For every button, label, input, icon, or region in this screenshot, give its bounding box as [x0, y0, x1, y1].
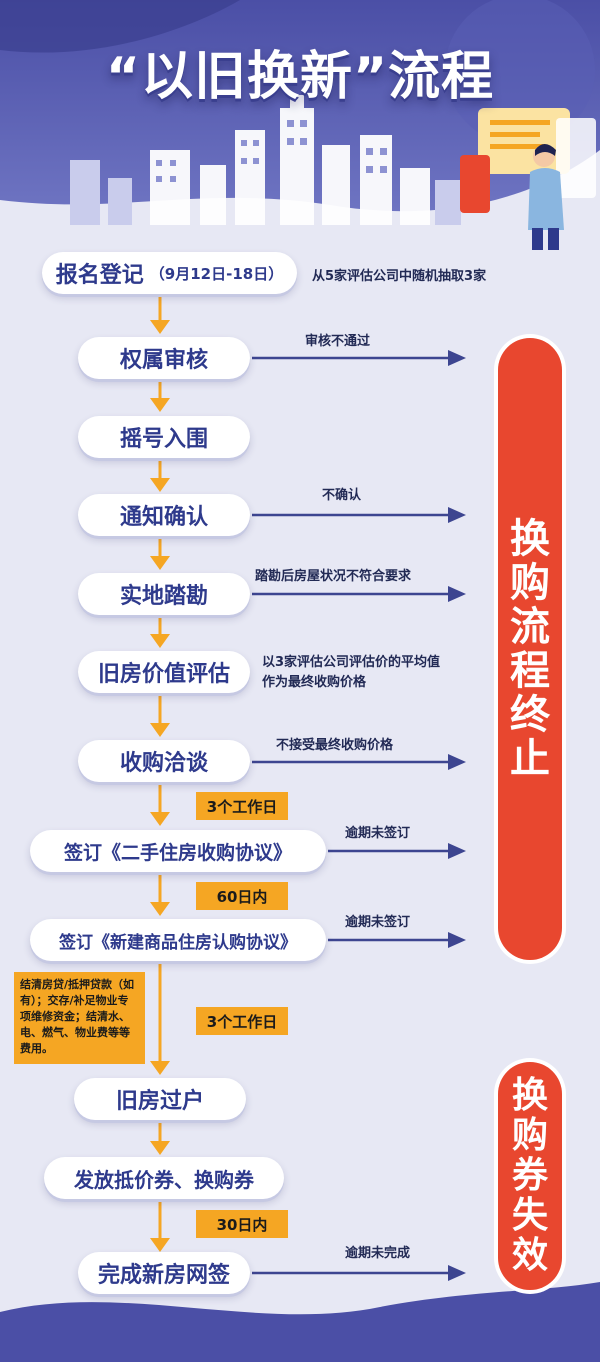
- step-new-house-contract: 完成新房网签: [78, 1252, 250, 1294]
- step-valuation: 旧房价值评估: [78, 651, 250, 693]
- step-valuation-label: 旧房价值评估: [97, 662, 230, 687]
- step-issue-vouchers: 发放抵价券、换购券: [44, 1157, 284, 1199]
- outcome-process-terminated-label: 换购流程终止: [510, 516, 550, 782]
- step-notify-confirm-label: 通知确认: [119, 505, 208, 530]
- branch-price-reject: 不接受最终收购价格: [276, 738, 394, 753]
- outcome-process-terminated: 换购流程终止: [498, 338, 562, 960]
- valuation-note-line1: 以3家评估公司评估价的平均值: [262, 655, 441, 670]
- prep-note: 结清房贷/抵押贷款（如有）；交存/补足物业专项维修资金；结清水、电、燃气、物业费…: [14, 972, 145, 1064]
- step-site-survey: 实地踏勘: [78, 573, 250, 615]
- step-ownership-audit: 权属审核: [78, 337, 250, 379]
- valuation-note: 以3家评估公司评估价的平均值 作为最终收购价格: [262, 653, 440, 693]
- step-register: 报名登记 （9月12日-18日）: [42, 252, 297, 294]
- branch-audit-fail: 审核不通过: [305, 334, 371, 349]
- step-negotiation-label: 收购洽谈: [119, 751, 208, 776]
- step-ownership-audit-label: 权属审核: [119, 348, 208, 373]
- step-old-house-transfer-label: 旧房过户: [115, 1089, 204, 1114]
- register-note: 从5家评估公司中随机抽取3家: [312, 269, 487, 284]
- branch-survey-fail: 踏勘后房屋状况不符合要求: [255, 569, 412, 584]
- step-site-survey-label: 实地踏勘: [119, 584, 208, 609]
- step-issue-vouchers-label: 发放抵价券、换购券: [74, 1167, 254, 1192]
- bottom-wave-decoration: [0, 1282, 600, 1362]
- step-old-house-transfer: 旧房过户: [74, 1078, 246, 1120]
- header-illustration: [0, 0, 600, 250]
- step-register-label: 报名登记: [55, 263, 144, 288]
- step-negotiation: 收购洽谈: [78, 740, 250, 782]
- duration-tag-4: 30日内: [196, 1210, 288, 1238]
- branch-sign1-overdue: 逾期未签订: [345, 826, 411, 841]
- step-register-date: （9月12日-18日）: [149, 264, 284, 283]
- step-sign-resale-agreement: 签订《二手住房收购协议》: [30, 830, 326, 872]
- step-sign-resale-agreement-label: 签订《二手住房收购协议》: [63, 841, 292, 864]
- step-lottery-label: 摇号入围: [119, 427, 208, 452]
- outcome-voucher-invalid: 换购券失效: [498, 1062, 562, 1290]
- outcome-voucher-invalid-label: 换购券失效: [511, 1075, 548, 1276]
- step-lottery: 摇号入围: [78, 416, 250, 458]
- page-title: “以旧换新”流程: [105, 47, 495, 107]
- valuation-note-line2: 作为最终收购价格: [262, 675, 367, 690]
- duration-tag-1: 3个工作日: [196, 792, 288, 820]
- step-notify-confirm: 通知确认: [78, 494, 250, 536]
- step-new-house-contract-label: 完成新房网签: [97, 1263, 230, 1288]
- branch-final-overdue: 逾期未完成: [345, 1246, 411, 1261]
- duration-tag-3: 3个工作日: [196, 1007, 288, 1035]
- duration-tag-2: 60日内: [196, 882, 288, 910]
- branch-not-confirm: 不确认: [322, 488, 362, 503]
- branch-sign2-overdue: 逾期未签订: [345, 915, 411, 930]
- step-sign-purchase-agreement-label: 签订《新建商品住房认购协议》: [59, 932, 297, 953]
- step-sign-purchase-agreement: 签订《新建商品住房认购协议》: [30, 919, 326, 961]
